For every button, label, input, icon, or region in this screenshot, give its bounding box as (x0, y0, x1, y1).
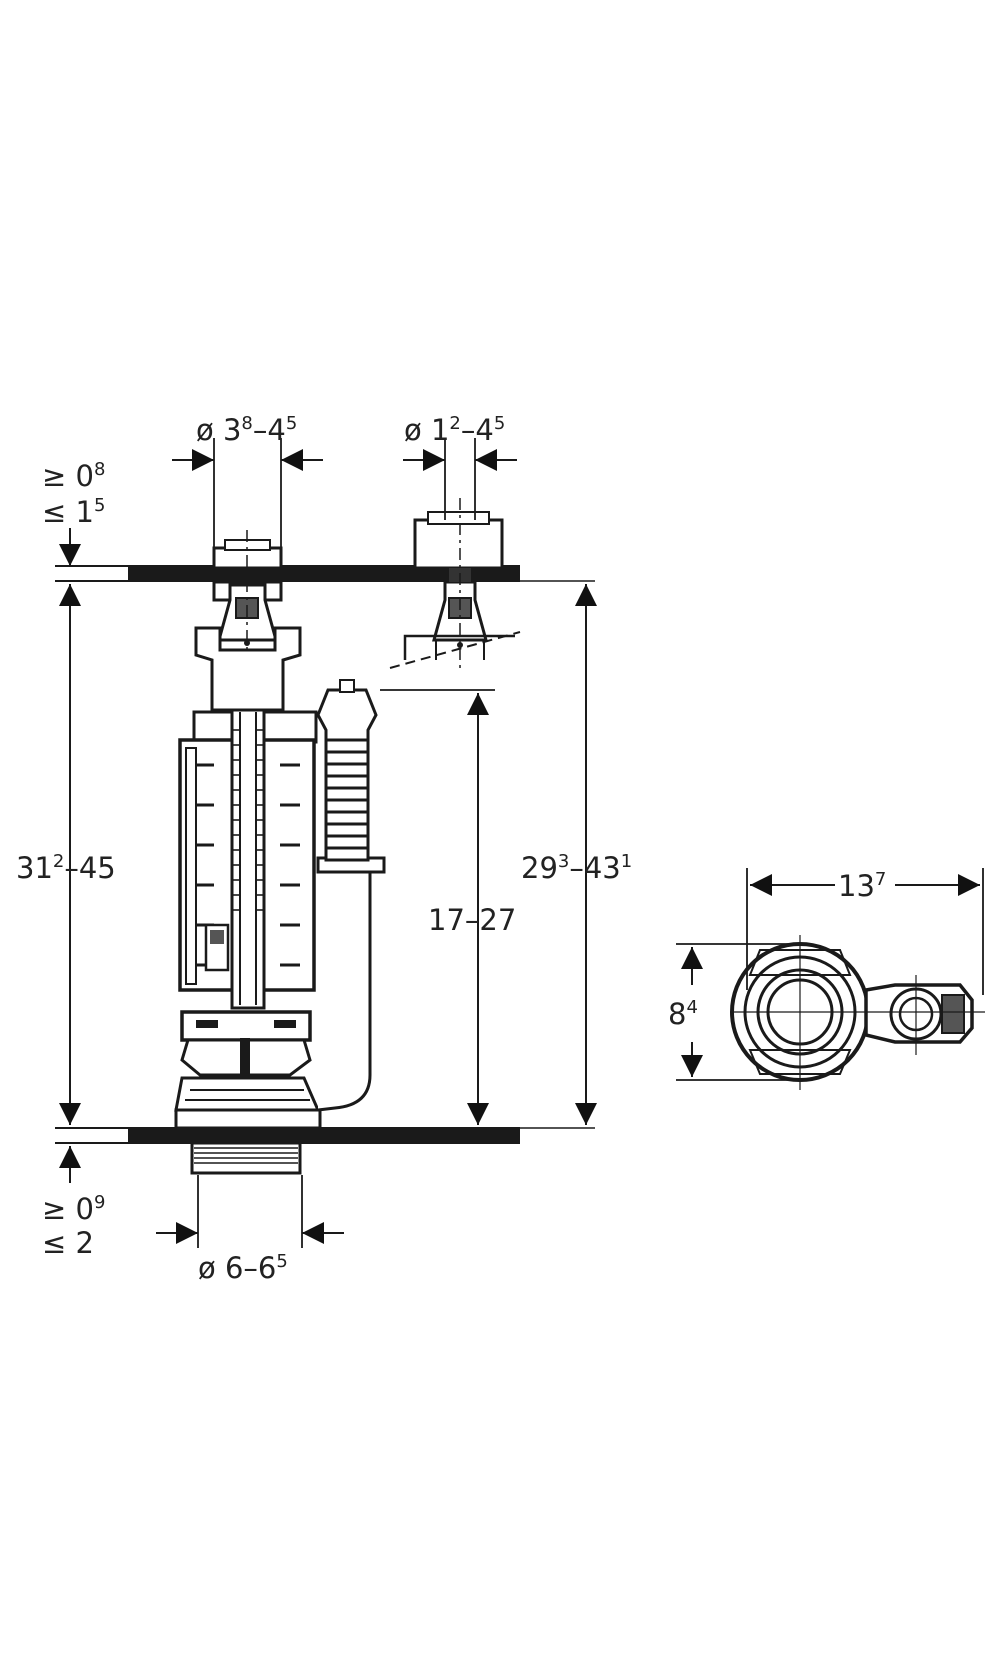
dimension-label-plan-depth: 84 (668, 997, 698, 1031)
dimension-label-bottom-gap-max: ≤ 2 (42, 1226, 94, 1260)
dimension-label-top-gap-max: ≤ 15 (42, 495, 105, 529)
dimension-lines (59, 438, 984, 1248)
dimension-label-bottom-gap-min: ≥ 09 (42, 1192, 105, 1226)
dimension-label-height-middle: 17–27 (428, 903, 516, 937)
dimension-label-top-gap-min: ≥ 08 (42, 459, 105, 493)
plan-view (730, 935, 985, 1090)
dimension-label-outlet-diameter: ø 6–65 (198, 1251, 288, 1285)
dimension-label-button-diameter-left: ø 38–45 (196, 413, 297, 447)
dimension-label-plan-width: 137 (838, 869, 886, 903)
dimension-label-button-diameter-right: ø 12–45 (404, 413, 505, 447)
bottom-panel (55, 1127, 595, 1144)
dimension-label-height-left: 312–45 (16, 851, 116, 885)
flush-valve-body (174, 626, 386, 1175)
actuator-button-right (389, 511, 521, 669)
top-panel (55, 565, 595, 582)
dimension-label-height-right: 293–431 (521, 851, 632, 885)
